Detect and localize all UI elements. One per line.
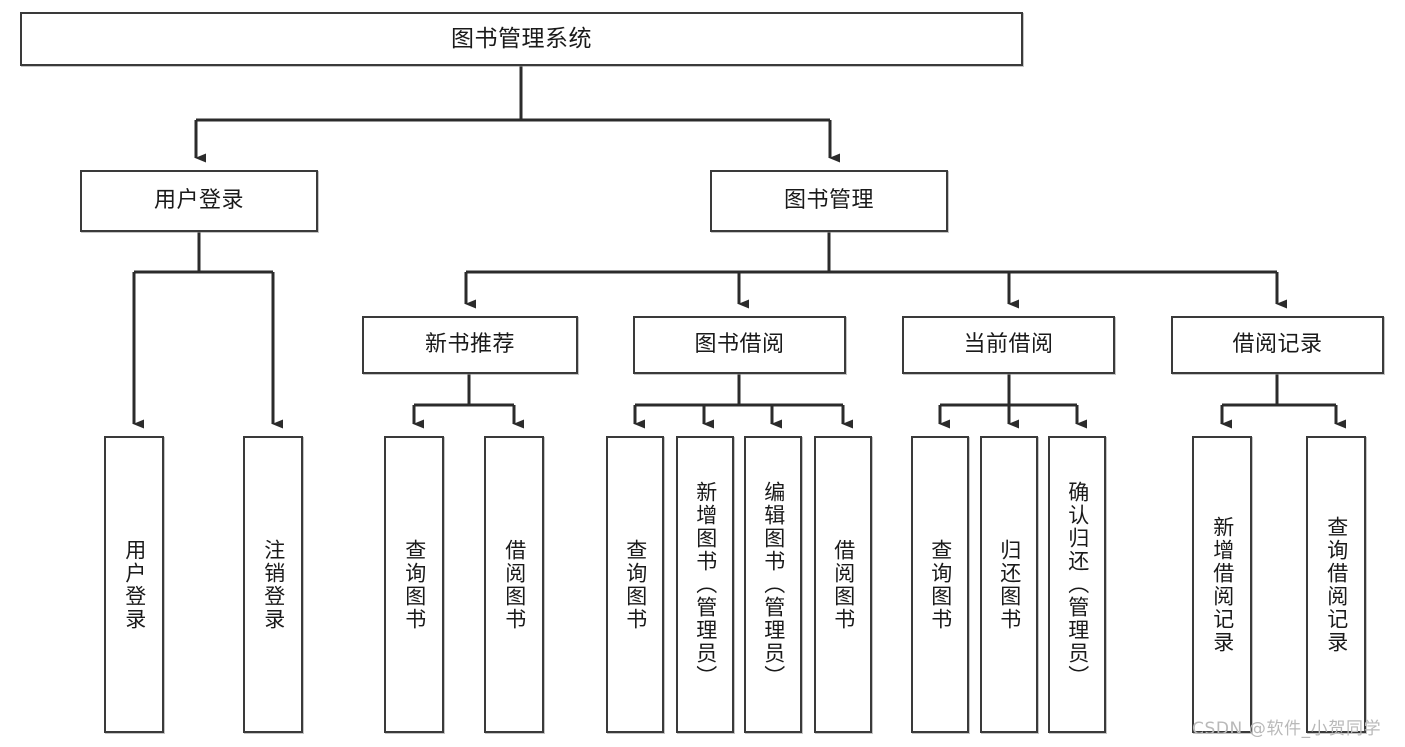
node-current-borrow[interactable]: 当前借阅 <box>902 316 1115 374</box>
node-label: 用户登录 <box>153 187 244 213</box>
leaf-user-login[interactable]: 用户登录 <box>104 436 164 733</box>
node-label: 查询图书 <box>623 538 648 631</box>
node-label: 查询借阅记录 <box>1324 515 1349 654</box>
node-book-manage[interactable]: 图书管理 <box>710 170 948 232</box>
node-borrow-record[interactable]: 借阅记录 <box>1171 316 1384 374</box>
node-label: 图书借阅 <box>694 331 785 357</box>
node-label: 图书管理 <box>783 187 874 213</box>
node-label: 新增图书（管理员） <box>693 481 718 688</box>
leaf-confirm-return-admin[interactable]: 确认归还（管理员） <box>1048 436 1106 733</box>
leaf-add-book-admin[interactable]: 新增图书（管理员） <box>676 436 734 733</box>
node-label: 注销登录 <box>261 538 286 631</box>
leaf-edit-book-admin[interactable]: 编辑图书（管理员） <box>744 436 802 733</box>
node-label: 借阅图书 <box>831 538 856 631</box>
node-label: 确认归还（管理员） <box>1065 481 1090 688</box>
node-label: 新书推荐 <box>424 331 515 357</box>
node-new-book-recommendation[interactable]: 新书推荐 <box>362 316 578 374</box>
leaf-query-book-current[interactable]: 查询图书 <box>911 436 969 733</box>
leaf-query-book-rec[interactable]: 查询图书 <box>384 436 444 733</box>
node-label: 编辑图书（管理员） <box>761 481 786 688</box>
node-label: 当前借阅 <box>963 331 1054 357</box>
leaf-query-borrow-record[interactable]: 查询借阅记录 <box>1306 436 1366 733</box>
leaf-borrow-book-rec[interactable]: 借阅图书 <box>484 436 544 733</box>
node-label: 新增借阅记录 <box>1210 515 1235 654</box>
leaf-add-borrow-record[interactable]: 新增借阅记录 <box>1192 436 1252 733</box>
node-book-borrow[interactable]: 图书借阅 <box>633 316 846 374</box>
node-label: 借阅记录 <box>1232 331 1323 357</box>
node-label: 借阅图书 <box>502 538 527 631</box>
node-label: 图书管理系统 <box>451 25 592 52</box>
leaf-logout[interactable]: 注销登录 <box>243 436 303 733</box>
node-label: 归还图书 <box>997 538 1022 631</box>
node-label: 查询图书 <box>928 538 953 631</box>
node-root-book-management-system[interactable]: 图书管理系统 <box>20 12 1023 66</box>
leaf-borrow-book-borrow[interactable]: 借阅图书 <box>814 436 872 733</box>
leaf-query-book-borrow[interactable]: 查询图书 <box>606 436 664 733</box>
node-label: 用户登录 <box>122 538 147 631</box>
node-user-login[interactable]: 用户登录 <box>80 170 318 232</box>
csdn-watermark: CSDN @软件_小贺同学 <box>1192 719 1382 739</box>
node-label: 查询图书 <box>402 538 427 631</box>
leaf-return-book[interactable]: 归还图书 <box>980 436 1038 733</box>
